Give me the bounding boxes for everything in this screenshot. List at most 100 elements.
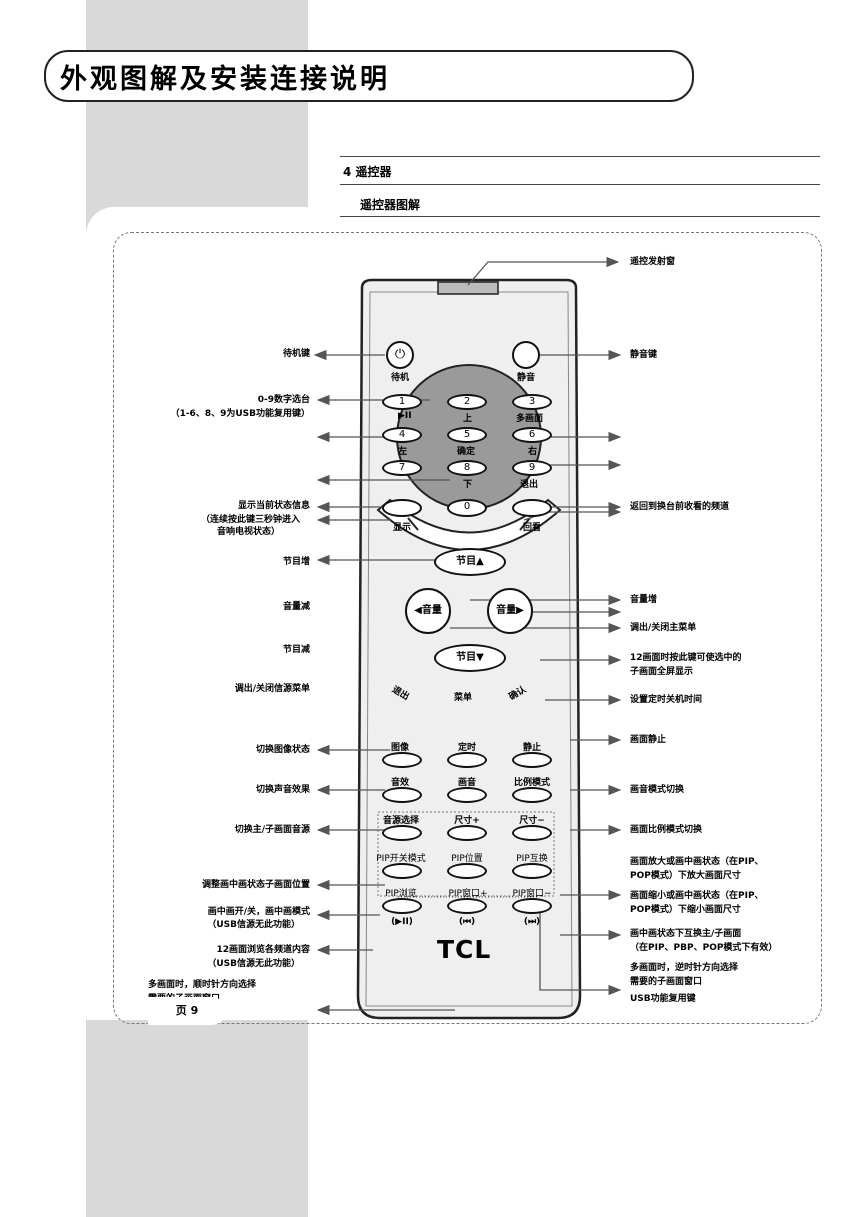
label-vol-down: 音量减 — [282, 602, 310, 612]
size-plus-label: 尺寸+ — [454, 816, 480, 826]
label-browse: 12画面浏览各频道内容 — [216, 945, 310, 955]
freeze-label: 静止 — [522, 743, 541, 753]
mute-button[interactable] — [512, 341, 540, 369]
play-pause-label: (▶II) — [391, 917, 413, 927]
prog-up-button[interactable]: 节目▲ — [434, 548, 506, 576]
label-picture-mode: 画音模式切换 — [630, 785, 685, 795]
recall-label: 回看 — [522, 523, 541, 533]
page-title: 外观图解及安装连接说明 — [60, 64, 390, 95]
display-button[interactable] — [382, 499, 422, 517]
size-minus-button[interactable] — [512, 825, 552, 841]
pip-browse-button[interactable] — [382, 898, 422, 914]
label-display-note1: （连续按此键三秒钟进入 — [200, 515, 300, 525]
label-win-minus-2: 需要的子画面窗口 — [630, 977, 703, 987]
digit-3-sub: 多画面 — [516, 414, 544, 424]
picture2-label: 画音 — [457, 778, 476, 788]
brand-logo: TCL — [437, 935, 492, 964]
digit-6-button[interactable]: 6 — [512, 427, 552, 443]
menu-arc — [376, 498, 562, 551]
pip-win-minus-label: PIP窗口− — [512, 889, 552, 899]
subsection-heading: 遥控器图解 — [360, 198, 421, 212]
vol-down-button[interactable]: ◀音量 — [405, 588, 451, 634]
label-display: 显示当前状态信息 — [237, 501, 310, 511]
digit-1-sub: ▶II — [398, 411, 412, 421]
label-size-minus: 画面缩小或画中画状态（在PIP、 — [630, 891, 764, 901]
digit-4-button[interactable]: 4 — [382, 427, 422, 443]
digit-5-sub: 确定 — [457, 447, 476, 457]
digit-9-sub: 退出 — [520, 480, 539, 490]
sound-switch-button[interactable] — [382, 825, 422, 841]
ratio-label: 比例模式 — [513, 778, 550, 788]
standby-label: 待机 — [390, 373, 409, 383]
digit-2-button[interactable]: 2 — [447, 394, 487, 410]
prog-down-button[interactable]: 节目▼ — [434, 644, 506, 672]
standby-button[interactable]: ⏻ — [386, 341, 414, 369]
digit-6-sub: 右 — [528, 447, 538, 457]
digit-2-sub: 上 — [463, 414, 473, 424]
timer-button[interactable] — [447, 752, 487, 768]
label-win-minus: 多画面时，逆时针方向选择 — [630, 963, 739, 973]
label-pip-mode-note: （USB信源无此功能） — [207, 920, 300, 930]
size-plus-button[interactable] — [447, 825, 487, 841]
digit-3-button[interactable]: 3 — [512, 394, 552, 410]
label-prog-up: 节目增 — [282, 557, 310, 567]
pip-win-plus-button[interactable] — [447, 898, 487, 914]
sound-switch-label: 音源选择 — [382, 816, 419, 826]
digit-1-button[interactable]: 1 — [382, 394, 422, 410]
label-prog-down: 节目减 — [282, 645, 310, 655]
label-source: 切换主/子画面音源 — [234, 825, 310, 835]
pip-swap-button[interactable] — [512, 863, 552, 879]
label-win-plus: 多画面时，顺时针方向选择 — [148, 980, 257, 990]
label-ir-window: 遥控发射窗 — [630, 257, 676, 267]
sound-button[interactable] — [382, 787, 422, 803]
footer-gray-band — [86, 1020, 308, 1217]
pip-win-plus-label: PIP窗口+ — [448, 889, 488, 899]
label-digits-note: （1-6、8、9为USB功能复用键） — [170, 409, 310, 419]
digit-5-button[interactable]: 5 — [447, 427, 487, 443]
label-size-minus-2: POP模式）下缩小画面尺寸 — [630, 905, 741, 915]
pip-browse-label: PIP浏览 — [385, 889, 417, 899]
label-digits: 0-9数字选台 — [257, 395, 310, 405]
size-minus-label: 尺寸− — [519, 816, 545, 826]
label-menu: 调出/关闭主菜单 — [630, 623, 697, 633]
vol-up-button[interactable]: 音量▶ — [487, 588, 533, 634]
recall-button[interactable] — [512, 499, 552, 517]
digit-7-button[interactable]: 7 — [382, 460, 422, 476]
picture-button[interactable] — [382, 752, 422, 768]
sound-label: 音效 — [390, 778, 409, 788]
digit-8-button[interactable]: 8 — [447, 460, 487, 476]
diagram-frame — [113, 232, 822, 1024]
ratio-button[interactable] — [512, 787, 552, 803]
pip-win-minus-button[interactable] — [512, 898, 552, 914]
label-pip-pos: 调整画中画状态子画面位置 — [201, 880, 310, 890]
freeze-button[interactable] — [512, 752, 552, 768]
next-label: (⏭) — [523, 917, 541, 927]
label-size-plus-2: POP模式）下放大画面尺寸 — [630, 871, 741, 881]
rule-top — [340, 156, 820, 157]
digit-4-sub: 左 — [398, 447, 408, 457]
label-size-plus: 画面放大或画中画状态（在PIP、 — [630, 857, 764, 867]
picture2-button[interactable] — [447, 787, 487, 803]
label-pip-swap: 画中画状态下互换主/子画面 — [630, 929, 742, 939]
label-display-note2: 音响电视状态） — [216, 527, 280, 537]
digit-8-sub: 下 — [463, 480, 473, 490]
digit-0-button[interactable]: 0 — [447, 499, 487, 517]
label-recall: 返回到换台前收看的频道 — [630, 502, 730, 512]
pip-mode-label: PIP开关模式 — [376, 854, 426, 864]
rule-bottom — [340, 216, 820, 217]
page-number: 页 9 — [148, 997, 226, 1025]
label-vol-up: 音量增 — [630, 595, 658, 605]
pip-swap-label: PIP互换 — [516, 854, 548, 864]
rule-mid — [340, 184, 820, 185]
label-picture: 切换图像状态 — [255, 745, 310, 755]
label-pip-swap-2: （在PIP、PBP、POP模式下有效） — [630, 943, 778, 953]
label-ratio: 画面比例模式切换 — [630, 825, 703, 835]
label-freeze: 画面静止 — [630, 735, 667, 745]
pip-mode-button[interactable] — [382, 863, 422, 879]
label-sound: 切换声音效果 — [255, 785, 310, 795]
section-heading: 4 遥控器 — [343, 165, 392, 179]
timer-label: 定时 — [457, 743, 476, 753]
pip-pos-button[interactable] — [447, 863, 487, 879]
digit-9-button[interactable]: 9 — [512, 460, 552, 476]
menu-button[interactable]: 菜单 — [454, 693, 473, 703]
